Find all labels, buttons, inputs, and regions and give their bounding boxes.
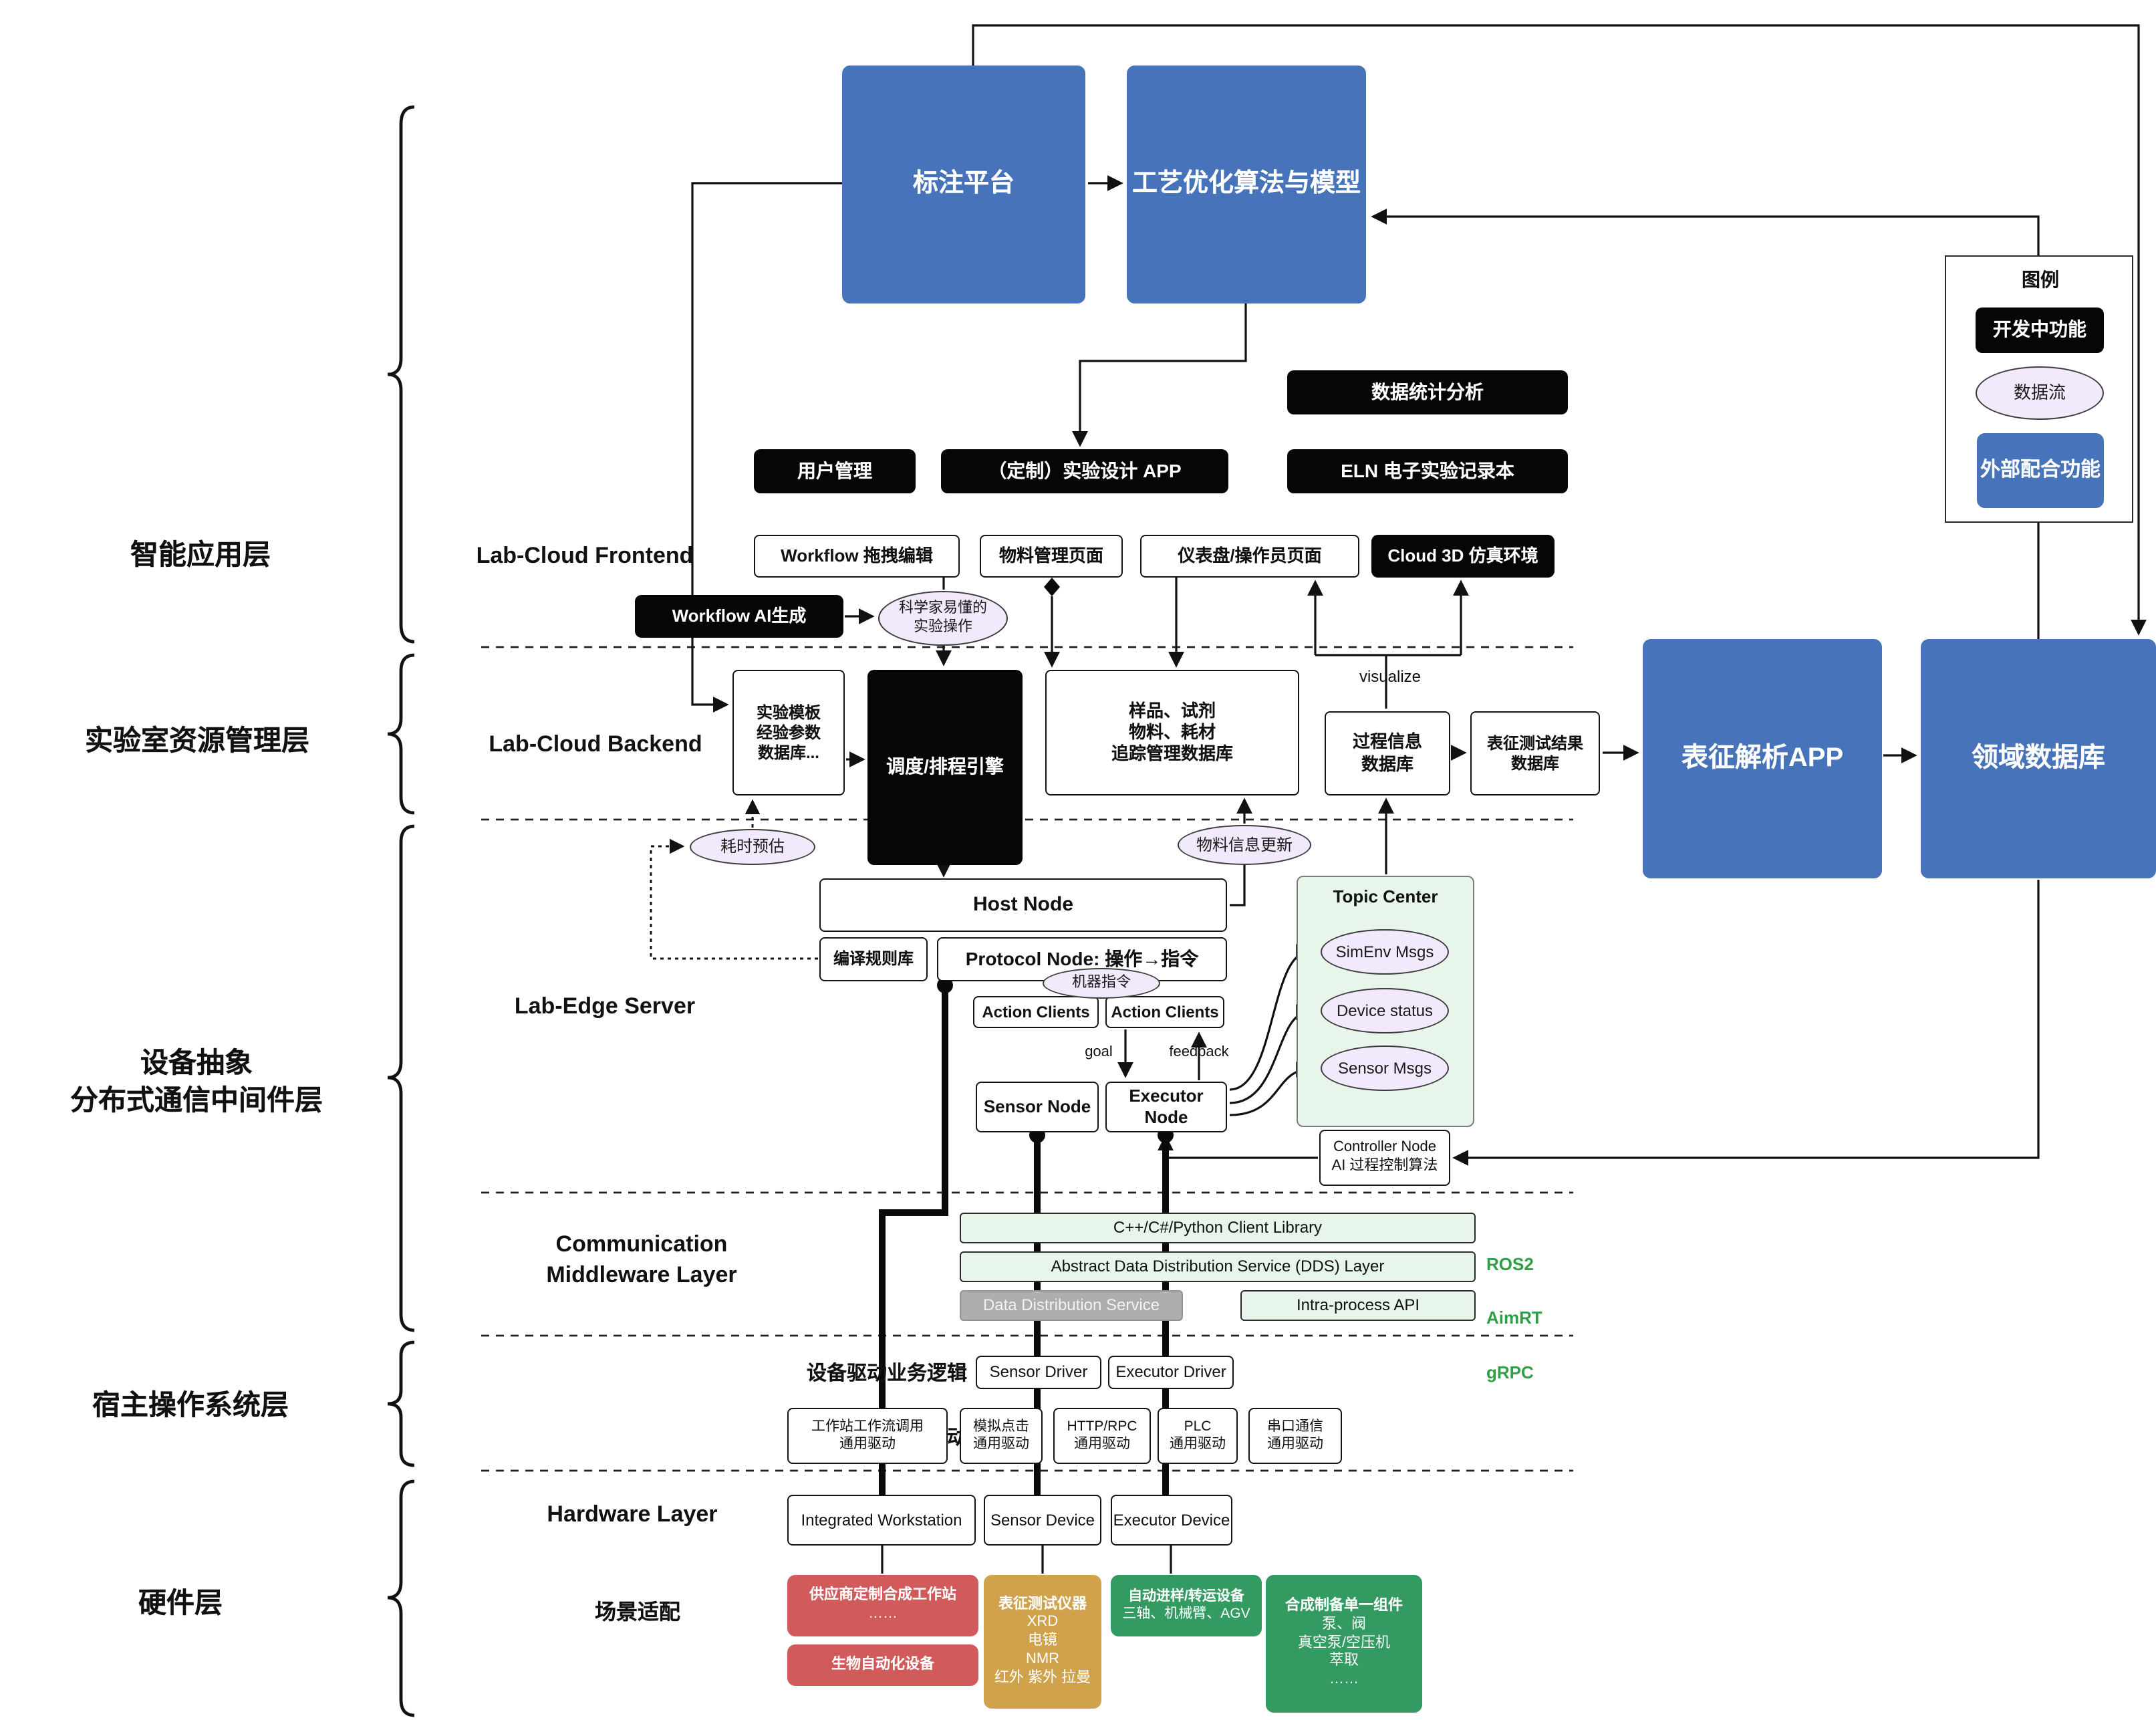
- intra-process-api-box: Intra-process API: [1240, 1290, 1476, 1321]
- simenv-msgs-flow: SimEnv Msgs: [1321, 929, 1449, 975]
- protocol-node-box: Protocol Node: 操作→指令: [937, 937, 1227, 981]
- layer-label-device-abstraction: 设备抽象 分布式通信中间件层: [70, 1048, 323, 1117]
- template-db-box: 实验模板 经验参数 数据库...: [732, 670, 845, 795]
- sensor-device-box: Sensor Device: [984, 1495, 1101, 1546]
- sensor-node-box: Sensor Node: [976, 1082, 1099, 1132]
- domain-db-box: 领域数据库: [1921, 639, 2156, 878]
- action-clients-box-2: Action Clients: [1105, 996, 1224, 1028]
- feedback-label: feedback: [1169, 1044, 1229, 1060]
- scientist-operations-flow: 科学家易懂的 实验操作: [878, 591, 1008, 646]
- executor-driver-box: Executor Driver: [1108, 1356, 1234, 1389]
- goal-label: goal: [1085, 1044, 1113, 1060]
- custom-experiment-app-box: （定制）实验设计 APP: [941, 449, 1228, 493]
- device-status-flow: Device status: [1321, 988, 1449, 1033]
- workstation-driver-box: 工作站工作流调用 通用驱动: [787, 1408, 948, 1464]
- characterization-result-db-box: 表征测试结果 数据库: [1470, 711, 1600, 795]
- cloud-3d-sim-box: Cloud 3D 仿真环境: [1371, 535, 1555, 578]
- dds-service-box: Data Distribution Service: [960, 1290, 1183, 1321]
- protocol-stack-labels: ROS2 AimRT gRPC: [1486, 1225, 1567, 1413]
- bio-automation-box: 生物自动化设备: [787, 1644, 978, 1686]
- characterization-app-box: 表征解析APP: [1643, 639, 1882, 878]
- dashboard-page-box: 仪表盘/操作员页面: [1140, 535, 1359, 578]
- synthesis-components-box: 合成制备单一组件 泵、阀 真空泵/空压机 萃取 ……: [1266, 1575, 1422, 1713]
- ros2-label: ROS2: [1486, 1254, 1534, 1275]
- action-clients-box-1: Action Clients: [973, 996, 1099, 1028]
- edge-section-label: Lab-Edge Server: [514, 993, 696, 1019]
- http-rpc-driver-box: HTTP/RPC 通用驱动: [1053, 1408, 1151, 1464]
- sensor-driver-box: Sensor Driver: [976, 1356, 1101, 1389]
- layer-label-intelligent-app: 智能应用层: [130, 540, 271, 571]
- layer-separators: [481, 646, 1573, 1472]
- characterization-instruments-body: XRD 电镜 NMR 红外 紫外 拉曼: [994, 1614, 1091, 1686]
- synthesis-components-title: 合成制备单一组件: [1285, 1598, 1403, 1614]
- backend-section-label: Lab-Cloud Backend: [489, 731, 702, 757]
- legend-title: 图例: [2022, 269, 2059, 290]
- layer-label-host-os: 宿主操作系统层: [92, 1390, 289, 1421]
- time-estimate-flow: 耗时预估: [690, 829, 815, 865]
- annotation-platform-box: 标注平台: [842, 66, 1085, 303]
- material-update-flow: 物料信息更新: [1178, 825, 1311, 865]
- middleware-section-label: Communication Middleware Layer: [546, 1231, 737, 1287]
- vendor-workstation-title: 供应商定制合成工作站: [809, 1587, 956, 1604]
- scheduler-engine-box: 调度/排程引擎: [867, 670, 1023, 865]
- material-page-box: 物料管理页面: [980, 535, 1123, 578]
- diamond-connector: [1044, 578, 1060, 596]
- executor-device-box: Executor Device: [1111, 1495, 1232, 1546]
- frontend-section-label: Lab-Cloud Frontend: [476, 543, 694, 568]
- machine-command-flow: 机器指令: [1043, 968, 1160, 999]
- sample-tracking-db-box: 样品、试剂 物料、耗材 追踪管理数据库: [1045, 670, 1299, 795]
- scenario-label: 场景适配: [594, 1602, 680, 1624]
- topic-center-title: Topic Center: [1333, 886, 1438, 906]
- data-statistics-box: 数据统计分析: [1287, 370, 1568, 414]
- layer-label-lab-resource: 实验室资源管理层: [85, 726, 309, 757]
- legend-external-function: 外部配合功能: [1977, 433, 2104, 508]
- characterization-instruments-title: 表征测试仪器: [998, 1596, 1087, 1612]
- synthesis-components-body: 泵、阀 真空泵/空压机 萃取 ……: [1297, 1616, 1391, 1688]
- host-node-box: Host Node: [819, 878, 1227, 932]
- dds-layer-box: Abstract Data Distribution Service (DDS)…: [960, 1251, 1476, 1282]
- vendor-workstation-box: 供应商定制合成工作站 ……: [787, 1575, 978, 1636]
- compile-rules-box: 编译规则库: [819, 937, 928, 981]
- legend-in-development: 开发中功能: [1976, 308, 2104, 353]
- driver-logic-label: 设备驱动业务逻辑: [806, 1362, 967, 1385]
- controller-node-box: Controller Node AI 过程控制算法: [1319, 1130, 1450, 1186]
- dotted-arrows: [650, 799, 818, 960]
- eln-box: ELN 电子实验记录本: [1287, 449, 1568, 493]
- process-optimization-box: 工艺优化算法与模型: [1127, 66, 1366, 303]
- user-management-box: 用户管理: [754, 449, 916, 493]
- process-info-db-box: 过程信息 数据库: [1325, 711, 1450, 795]
- data-arrows: [691, 24, 2147, 1574]
- sensor-msgs-flow: Sensor Msgs: [1321, 1046, 1449, 1091]
- legend: 图例 开发中功能 数据流 外部配合功能: [1945, 255, 2133, 523]
- transfer-device-box: 自动进样/转运设备 三轴、机械臂、AGV: [1111, 1575, 1262, 1636]
- grpc-label: gRPC: [1486, 1362, 1534, 1382]
- transfer-device-body: 三轴、机械臂、AGV: [1122, 1606, 1250, 1622]
- legend-data-flow: 数据流: [1976, 366, 2104, 420]
- client-library-box: C++/C#/Python Client Library: [960, 1213, 1476, 1243]
- workflow-drag-edit-box: Workflow 拖拽编辑: [754, 535, 960, 578]
- plc-driver-box: PLC 通用驱动: [1158, 1408, 1238, 1464]
- executor-node-box: Executor Node: [1105, 1082, 1227, 1132]
- workflow-ai-box: Workflow AI生成: [635, 595, 843, 638]
- hardware-section-label: Hardware Layer: [547, 1501, 718, 1527]
- layer-braces: [387, 105, 415, 1717]
- serial-driver-box: 串口通信 通用驱动: [1248, 1408, 1342, 1464]
- transfer-device-title: 自动进样/转运设备: [1128, 1588, 1244, 1604]
- visualize-label: visualize: [1359, 667, 1422, 686]
- integrated-workstation-box: Integrated Workstation: [787, 1495, 976, 1546]
- aimrt-label: AimRT: [1486, 1308, 1542, 1328]
- vendor-workstation-body: ……: [868, 1606, 898, 1622]
- layer-label-hardware: 硬件层: [138, 1588, 223, 1619]
- characterization-instruments-box: 表征测试仪器 XRD 电镜 NMR 红外 紫外 拉曼: [984, 1575, 1101, 1709]
- click-sim-driver-box: 模拟点击 通用驱动: [960, 1408, 1043, 1464]
